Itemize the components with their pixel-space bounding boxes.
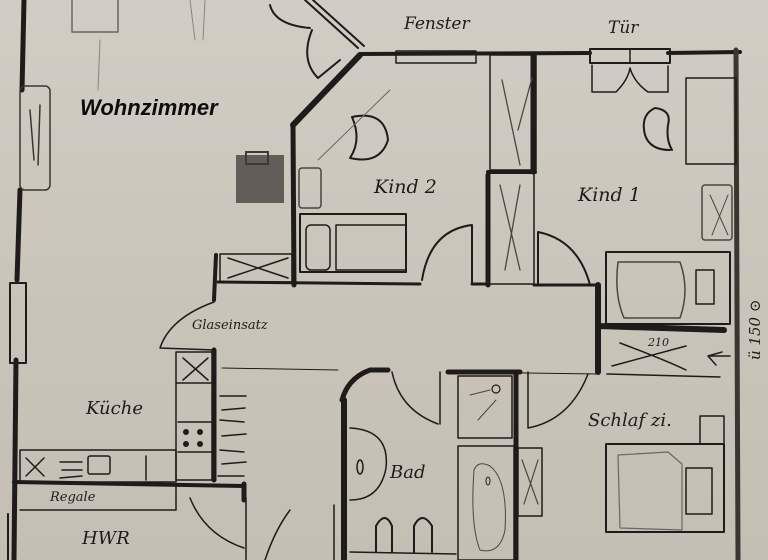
annotation-wardrobe-width: 210 [648,336,669,349]
annotation-tuer: Tür [608,18,639,38]
room-label-kind1: Kind 1 [578,184,641,206]
margin-note: ü 150 ⊙ [746,299,764,360]
room-label-wohnzimmer: Wohnzimmer [80,95,218,120]
annotation-glaseinsatz: Glaseinsatz [192,318,268,333]
room-label-schlafzimmer: Schlaf zi. [588,410,672,431]
annotation-fenster: Fenster [404,14,470,34]
room-label-hwr: HWR [82,528,130,549]
annotation-regale: Regale [50,490,96,505]
room-label-bad: Bad [390,462,426,483]
room-label-kueche: Küche [86,398,143,419]
room-label-kind2: Kind 2 [374,176,437,198]
